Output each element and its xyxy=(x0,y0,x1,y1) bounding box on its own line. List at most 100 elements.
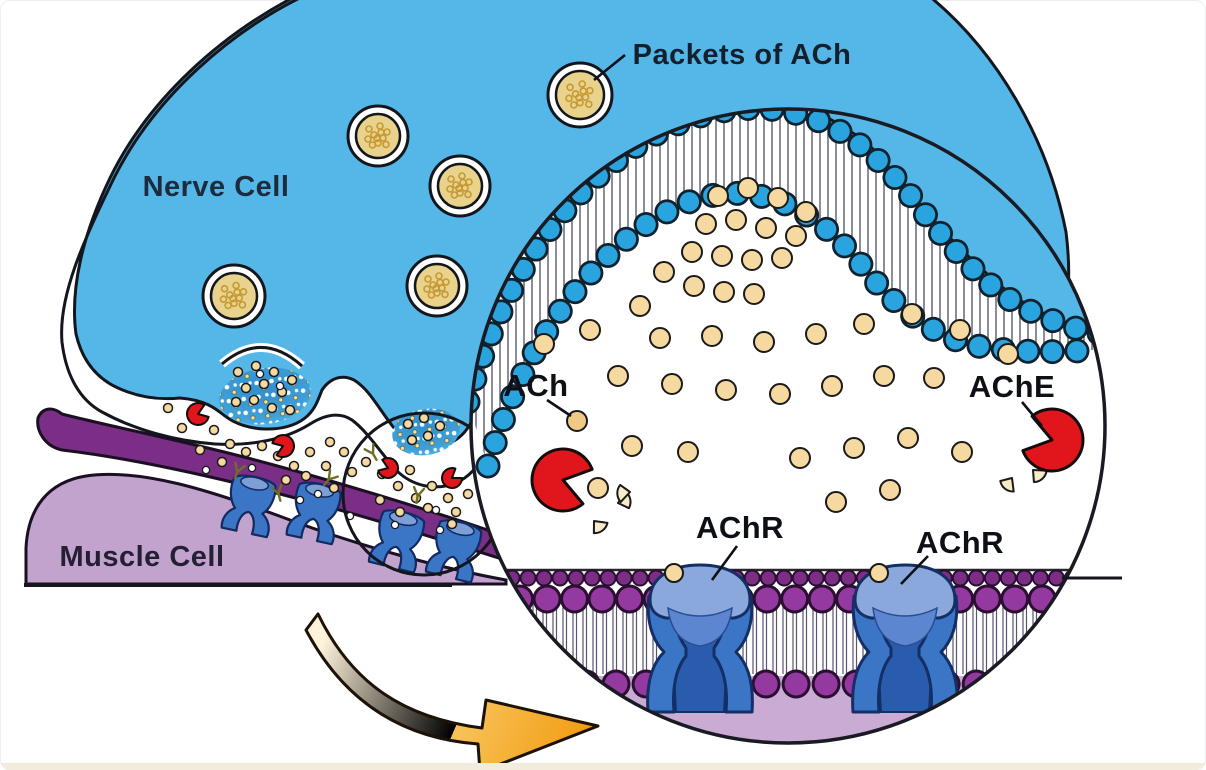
ache-enzymes-small xyxy=(186,402,464,489)
ach-molecule xyxy=(683,275,705,297)
ache-enzyme xyxy=(271,434,295,458)
ach-molecule xyxy=(250,360,262,372)
zoom-arrow xyxy=(304,612,600,770)
ach-molecule xyxy=(284,404,296,416)
ach-molecule xyxy=(843,437,865,459)
label-pointers xyxy=(546,398,1043,585)
achr-receptors-small xyxy=(220,474,483,584)
ach-molecule xyxy=(304,446,316,458)
ach-molecules-cleft xyxy=(162,360,474,535)
lipid-head-row-outer xyxy=(471,109,1105,415)
ach-molecule-bound xyxy=(664,563,684,583)
ach-molecule xyxy=(374,494,386,506)
ach-molecule xyxy=(661,373,683,395)
ach-molecule-white xyxy=(201,465,211,475)
ach-molecule xyxy=(755,217,777,239)
ach-molecule xyxy=(422,502,434,514)
ache-enzyme xyxy=(377,457,399,479)
ach-molecule-white xyxy=(275,381,285,391)
ach-molecule xyxy=(649,327,671,349)
ach-molecule xyxy=(825,491,847,513)
ach-molecule xyxy=(701,325,723,347)
bottom-strip xyxy=(0,763,1206,770)
ach-molecule xyxy=(268,366,280,378)
ache-enzyme xyxy=(1021,407,1085,473)
ach-molecule xyxy=(997,343,1019,365)
ach-molecule-white xyxy=(313,489,323,499)
ach-vesicle xyxy=(428,154,492,218)
ach-molecule xyxy=(426,480,438,492)
ach-fragment xyxy=(999,477,1015,493)
ach-vesicles xyxy=(201,61,614,329)
ach-molecule xyxy=(681,241,703,263)
antibody-y-mark xyxy=(270,483,283,502)
achr-receptor-large xyxy=(851,563,959,714)
ach-vesicle xyxy=(201,263,267,329)
antibody-y-mark xyxy=(412,486,426,505)
ach-molecule xyxy=(737,177,759,199)
ach-molecule xyxy=(256,440,268,452)
ach-molecule xyxy=(821,375,843,397)
ach-molecule-bound xyxy=(869,563,889,583)
ache-label: AChE xyxy=(969,369,1055,404)
ach-molecule xyxy=(442,492,454,504)
ach-molecule xyxy=(320,460,332,472)
ach-molecule-white xyxy=(247,463,257,473)
ach-molecule xyxy=(232,366,244,378)
ach-molecule xyxy=(338,446,350,458)
ach-molecule xyxy=(240,446,252,458)
ach-molecule xyxy=(434,420,446,432)
ach-molecule xyxy=(230,396,242,408)
achr-receptor-small xyxy=(220,474,277,539)
ach-molecule xyxy=(587,477,609,499)
ache-enzyme xyxy=(441,467,464,489)
ach-molecule xyxy=(897,427,919,449)
ach-molecule xyxy=(789,447,811,469)
ach-molecule xyxy=(711,245,733,267)
packets-of-ach-label: Packets of ACh xyxy=(633,39,852,71)
ach-molecule xyxy=(300,470,312,482)
ach-molecule xyxy=(208,424,220,436)
ach-molecule xyxy=(579,319,601,341)
ach-molecule xyxy=(533,333,555,355)
ach-molecule xyxy=(194,444,206,456)
ach-molecule xyxy=(258,378,270,390)
ach-fragment xyxy=(616,483,631,503)
achr-receptors-large xyxy=(646,563,959,714)
ach-molecule xyxy=(422,430,434,442)
ach-molecule xyxy=(771,247,793,269)
ach-molecule xyxy=(240,382,252,394)
ach-molecule xyxy=(753,331,775,353)
antibody-y-mark xyxy=(233,461,246,480)
ach-molecule xyxy=(707,185,729,207)
ach-molecule xyxy=(805,323,827,345)
ach-molecule xyxy=(328,482,340,494)
membrane-tails-hatch xyxy=(471,109,1104,466)
magnifier-inset-circle xyxy=(469,107,1107,745)
ach-molecule xyxy=(450,506,462,518)
ach-molecule xyxy=(346,466,358,478)
ach-molecule xyxy=(162,402,174,414)
ach-molecule xyxy=(418,412,430,424)
ach-molecule-white xyxy=(255,369,265,379)
ach-molecule xyxy=(743,283,765,305)
ach-molecule xyxy=(741,249,763,271)
ach-molecule xyxy=(404,464,416,476)
ach-molecule xyxy=(462,488,474,500)
ach-vesicle xyxy=(346,104,410,168)
ach-molecule xyxy=(677,441,699,463)
ach-molecule xyxy=(286,374,298,386)
ach-molecule xyxy=(795,201,817,223)
antibody-y-mark xyxy=(363,443,378,461)
ach-molecule xyxy=(324,436,336,448)
antibody-y-mark xyxy=(323,468,339,487)
ach-molecule xyxy=(446,518,458,530)
ach-molecule-white xyxy=(295,495,305,505)
ache-enzymes xyxy=(530,407,1085,513)
ach-molecule xyxy=(715,379,737,401)
ach-molecule xyxy=(248,394,260,406)
ach-molecules-inset xyxy=(533,177,1019,513)
achr-receptor-small xyxy=(424,519,483,584)
nerve-cell-label: Nerve Cell xyxy=(143,171,290,203)
